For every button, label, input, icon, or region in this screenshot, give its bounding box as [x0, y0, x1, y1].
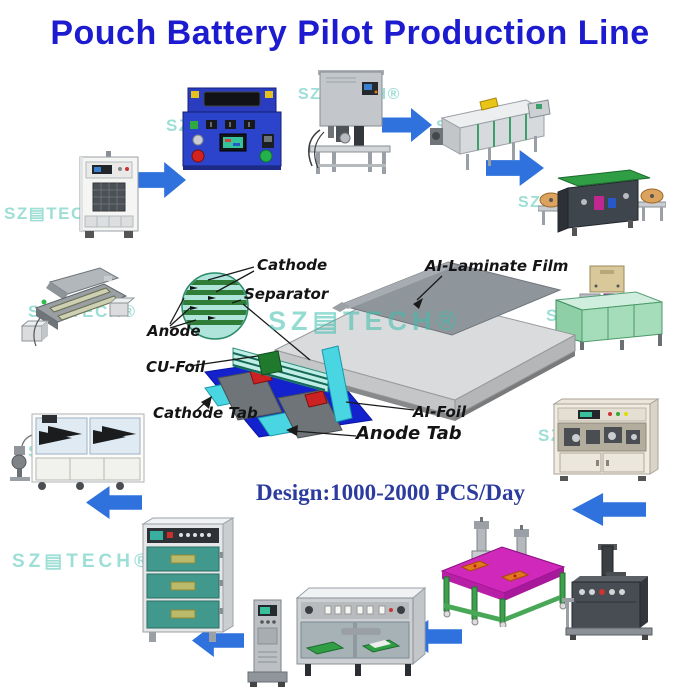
label-anode-tab: Anode Tab: [356, 423, 462, 444]
drying-oven-conveyor-machine: [428, 90, 554, 178]
szotech-watermark: SZ▤TECH®: [268, 306, 462, 336]
tab-welding-station-machine: [436, 515, 570, 627]
flow-arrow-left-icon: [572, 493, 646, 526]
capacity-text: Design:1000-2000 PCS/Day: [256, 480, 525, 505]
tester-tower-machine: [240, 596, 294, 688]
label-al-laminate-film: AI-Laminate Film: [425, 257, 569, 275]
die-cutting-machine: [550, 260, 668, 352]
slitting-machine: [20, 266, 138, 360]
label-cathode: Cathode: [257, 256, 328, 274]
blue-coating-machine: [178, 84, 286, 172]
label-cu-foil: CU-Foil: [146, 358, 206, 376]
pouch-cell-exploded-diagram: [120, 240, 590, 470]
label-anode: Anode: [147, 322, 201, 340]
label-al-foil: AI-Foil: [413, 403, 467, 421]
label-cathode-tab: Cathode Tab: [153, 404, 258, 422]
vacuum-drying-oven-machine: [135, 510, 239, 644]
winding-machine: [546, 390, 664, 484]
page-title: Pouch Battery Pilot Production Line: [50, 14, 650, 52]
calender-roller-press-machine: [538, 166, 666, 250]
spot-welder-machine: [562, 542, 656, 642]
planetary-mixer-machine: [298, 68, 402, 178]
label-separator: Separator: [244, 285, 329, 303]
sealing-machine: [285, 576, 433, 680]
glove-box-machine: [8, 390, 148, 494]
szotech-watermark: SZ▤TECH®: [12, 551, 152, 572]
vacuum-mixing-cabinet-machine: [73, 148, 145, 240]
